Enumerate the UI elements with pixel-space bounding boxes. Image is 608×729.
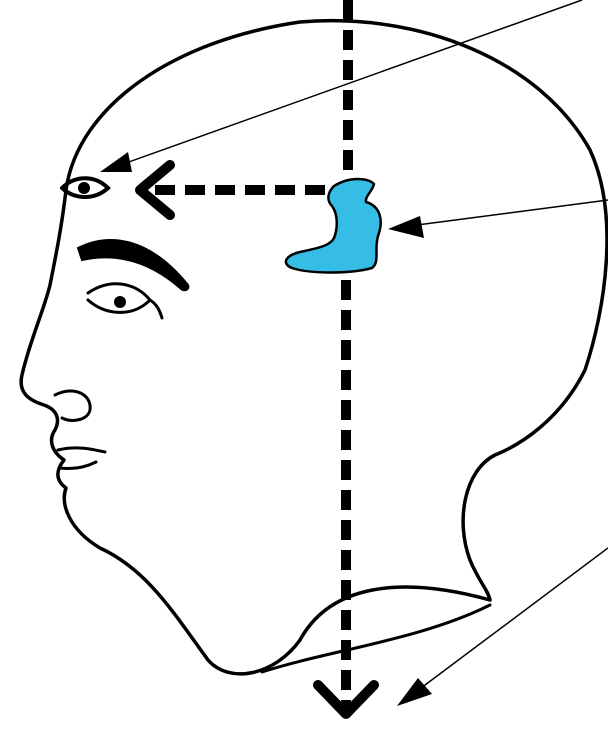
pointer-to-third-eye xyxy=(112,0,582,168)
third-eye-pupil xyxy=(78,182,90,194)
pointer-to-base-head xyxy=(397,678,432,706)
eye-pupil xyxy=(114,296,126,308)
pineal-gland-shape xyxy=(286,179,381,273)
pointer-to-gland-head xyxy=(388,216,424,238)
eyebrow xyxy=(78,240,188,290)
mouth xyxy=(58,448,105,452)
lower-lip xyxy=(60,462,96,469)
pointer-to-gland xyxy=(394,200,608,228)
nostril xyxy=(55,391,90,420)
pointer-to-third-eye-head xyxy=(100,152,132,172)
pointer-to-base xyxy=(405,548,608,700)
eye-lash xyxy=(150,300,162,318)
head-outline xyxy=(21,21,607,674)
